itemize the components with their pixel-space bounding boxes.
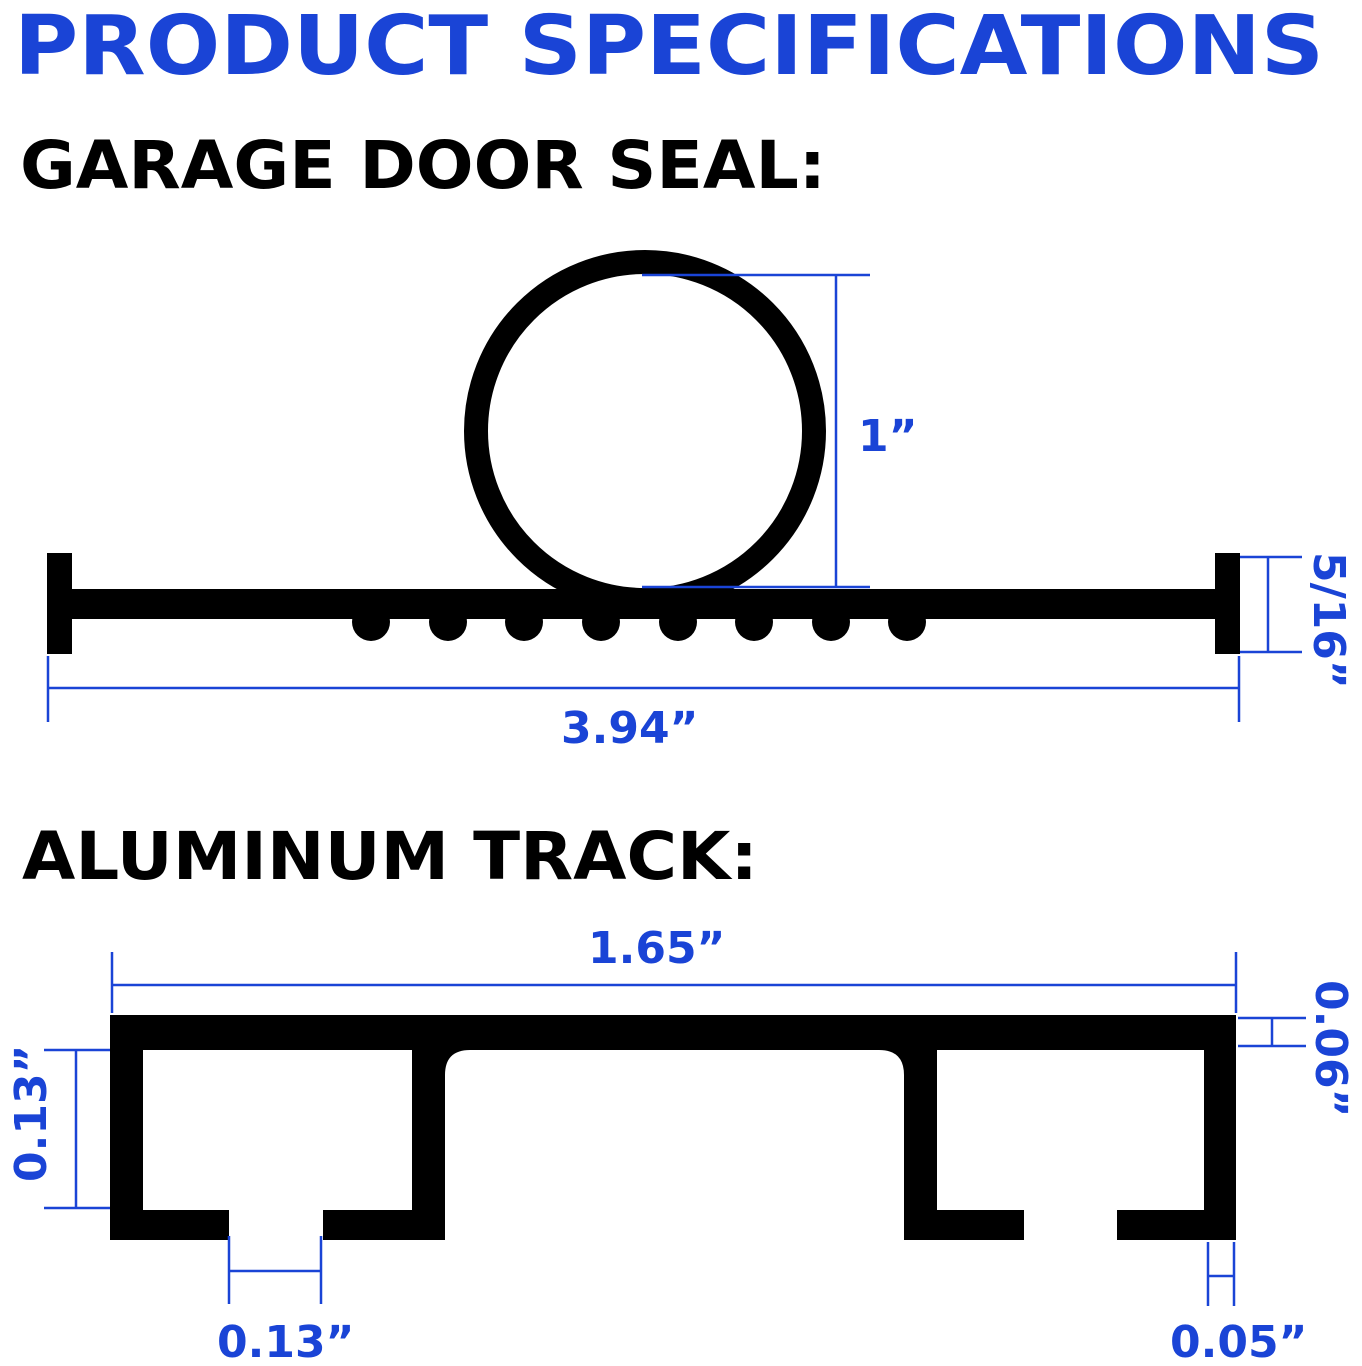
seal-bump bbox=[429, 603, 467, 641]
track-top-thickness-label: 0.06” bbox=[1305, 980, 1356, 1117]
seal-bump bbox=[888, 603, 926, 641]
seal-bump bbox=[352, 603, 390, 641]
track-channel-height-label: 0.13” bbox=[6, 1045, 57, 1182]
seal-bulb-diameter-label: 1” bbox=[858, 411, 918, 462]
seal-bump bbox=[505, 603, 543, 641]
seal-bulb-dimension: 1” bbox=[642, 273, 918, 589]
track-slot-width-label: 0.13” bbox=[217, 1317, 354, 1362]
seal-bump bbox=[659, 603, 697, 641]
seal-bump bbox=[812, 603, 850, 641]
track-slot-width-dimension: 0.13” bbox=[217, 1236, 354, 1366]
seal-overall-width-label: 3.94” bbox=[561, 703, 698, 754]
track-channel-height-dimension: 0.13” bbox=[6, 1045, 110, 1210]
seal-right-flange bbox=[1215, 553, 1240, 654]
seal-bulb bbox=[464, 250, 826, 612]
seal-flange-dimension: 5/16” bbox=[1240, 552, 1354, 689]
seal-left-flange bbox=[47, 553, 72, 654]
seal-base-strip bbox=[47, 589, 1240, 619]
track-width-dimension: 1.65” bbox=[110, 923, 1238, 1013]
page-title: PRODUCT SPECIFICATIONS bbox=[14, 0, 1324, 94]
seal-bump bbox=[735, 603, 773, 641]
seal-heading: GARAGE DOOR SEAL: bbox=[20, 127, 826, 204]
track-wall-thickness-dimension: 0.05” bbox=[1170, 1242, 1307, 1366]
seal-flange-height-label: 5/16” bbox=[1303, 552, 1354, 689]
track-profile bbox=[110, 1015, 1236, 1240]
track-overall-width-label: 1.65” bbox=[588, 923, 725, 974]
track-top-thickness-dimension: 0.06” bbox=[1238, 980, 1356, 1117]
seal-profile bbox=[47, 250, 1240, 654]
seal-bump bbox=[582, 603, 620, 641]
track-wall-thickness-label: 0.05” bbox=[1170, 1317, 1307, 1362]
seal-width-dimension: 3.94” bbox=[46, 656, 1241, 754]
track-heading: ALUMINUM TRACK: bbox=[22, 818, 758, 895]
